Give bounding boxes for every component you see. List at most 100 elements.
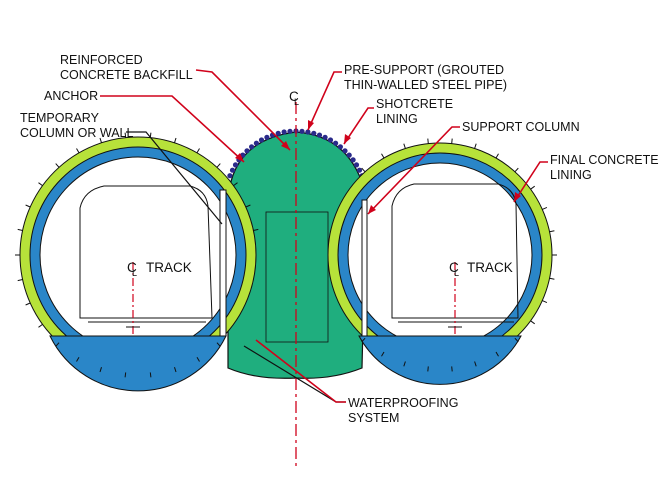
bolt-tick xyxy=(55,342,60,347)
pipe-dot xyxy=(311,130,317,136)
bolt-tick xyxy=(196,356,200,362)
pipe-dot xyxy=(350,157,356,163)
right-interior xyxy=(347,162,533,348)
bolt-tick xyxy=(514,167,519,173)
bolt-tick xyxy=(542,206,548,210)
bolt-tick xyxy=(495,153,499,159)
bolt-tick xyxy=(38,323,43,328)
pipe-dot xyxy=(227,173,233,179)
svg-text:C: C xyxy=(289,89,299,104)
pipe-dot xyxy=(316,132,323,138)
bolt-tick xyxy=(549,277,555,280)
bolt-tick xyxy=(216,163,221,168)
bolt-tick xyxy=(124,132,127,138)
bolt-tick xyxy=(99,137,102,143)
cl-symbol-right: C L xyxy=(449,260,459,278)
left-tunnel xyxy=(19,136,257,392)
label-backfill: REINFORCED CONCRETE BACKFILL xyxy=(60,53,193,82)
bolt-tick xyxy=(549,230,555,233)
bolt-tick xyxy=(233,182,238,187)
track-label-left: TRACK xyxy=(146,260,192,275)
left-invert xyxy=(49,335,227,392)
bolt-tick xyxy=(149,372,152,378)
pipe-dot xyxy=(305,129,311,135)
svg-text:FINAL CONCRETE: FINAL CONCRETE xyxy=(550,153,659,167)
leader-anchor xyxy=(100,95,245,163)
right-tunnel xyxy=(327,142,553,385)
bolt-tick xyxy=(427,138,429,144)
cl-symbol-left: C L xyxy=(127,260,137,278)
bolt-tick xyxy=(451,366,453,372)
pipe-dot xyxy=(253,140,259,146)
track-label-right: TRACK xyxy=(467,260,513,275)
svg-text:REINFORCED: REINFORCED xyxy=(60,53,143,67)
pipe-dot xyxy=(327,137,334,143)
svg-text:L: L xyxy=(294,97,299,107)
bolt-tick xyxy=(17,279,23,282)
bolt-tick xyxy=(361,337,366,343)
bolt-tick xyxy=(99,367,102,373)
bolt-tick xyxy=(403,361,406,367)
bolt-tick xyxy=(427,366,429,372)
bolt-tick xyxy=(25,302,31,306)
leader-temporary xyxy=(126,131,223,225)
cl-symbol-main: C L xyxy=(289,89,299,107)
pipe-dot xyxy=(333,140,339,146)
pipe-dot xyxy=(322,134,328,140)
pipe-dot xyxy=(244,148,250,154)
svg-text:LINING: LINING xyxy=(376,112,418,126)
pipe-dot xyxy=(281,129,287,135)
leader-shotcrete xyxy=(343,107,374,145)
bolt-tick xyxy=(25,204,31,208)
svg-text:WATERPROOFING: WATERPROOFING xyxy=(348,396,458,410)
svg-text:SYSTEM: SYSTEM xyxy=(348,411,399,425)
bolt-tick xyxy=(542,300,548,304)
bolt-tick xyxy=(174,137,177,143)
bolt-tick xyxy=(381,153,385,159)
right-invert xyxy=(358,335,522,385)
pipe-dot xyxy=(249,144,255,150)
leader-waterproofing-right xyxy=(255,339,346,403)
bolt-tick xyxy=(76,356,80,362)
pipe-dot xyxy=(356,167,363,173)
right-support-column xyxy=(361,199,368,337)
svg-text:L: L xyxy=(454,268,459,278)
leader-presupport xyxy=(307,71,342,131)
pipe-dot xyxy=(264,134,270,140)
label-presupport: PRE-SUPPORT (GROUTED THIN-WALLED STEEL P… xyxy=(344,63,507,92)
bolt-tick xyxy=(530,185,535,190)
pipe-dot xyxy=(353,162,360,168)
bolt-tick xyxy=(381,351,385,357)
bolt-tick xyxy=(253,228,259,231)
svg-text:THIN-WALLED STEEL PIPE): THIN-WALLED STEEL PIPE) xyxy=(344,78,507,92)
label-support-column: SUPPORT COLUMN xyxy=(462,120,580,134)
leader-final-lining xyxy=(513,161,548,203)
leader-support-column xyxy=(367,126,460,215)
label-final-lining: FINAL CONCRETE LINING xyxy=(550,153,659,182)
bolt-tick xyxy=(451,138,453,144)
bolt-tick xyxy=(124,372,127,378)
pipe-dot xyxy=(299,128,305,134)
bolt-tick xyxy=(361,167,366,173)
pipe-dot xyxy=(232,162,239,168)
svg-text:PRE-SUPPORT (GROUTED: PRE-SUPPORT (GROUTED xyxy=(344,63,504,77)
bolt-tick xyxy=(403,143,406,149)
label-anchor: ANCHOR xyxy=(44,89,98,103)
bolt-tick xyxy=(495,351,499,357)
bolt-tick xyxy=(474,361,477,367)
bolt-tick xyxy=(174,367,177,373)
bolt-tick xyxy=(76,148,80,154)
pipe-dot xyxy=(275,130,281,136)
svg-text:CONCRETE BACKFILL: CONCRETE BACKFILL xyxy=(60,68,193,82)
svg-text:C: C xyxy=(449,260,459,275)
bolt-tick xyxy=(216,342,221,347)
pipe-dot xyxy=(337,144,343,150)
svg-text:C: C xyxy=(127,260,137,275)
label-shotcrete: SHOTCRETE LINING xyxy=(376,97,453,126)
svg-text:SHOTCRETE: SHOTCRETE xyxy=(376,97,453,111)
bolt-tick xyxy=(17,228,23,231)
backfill-column-void xyxy=(265,211,329,343)
svg-text:L: L xyxy=(132,268,137,278)
bolt-tick xyxy=(514,337,519,343)
